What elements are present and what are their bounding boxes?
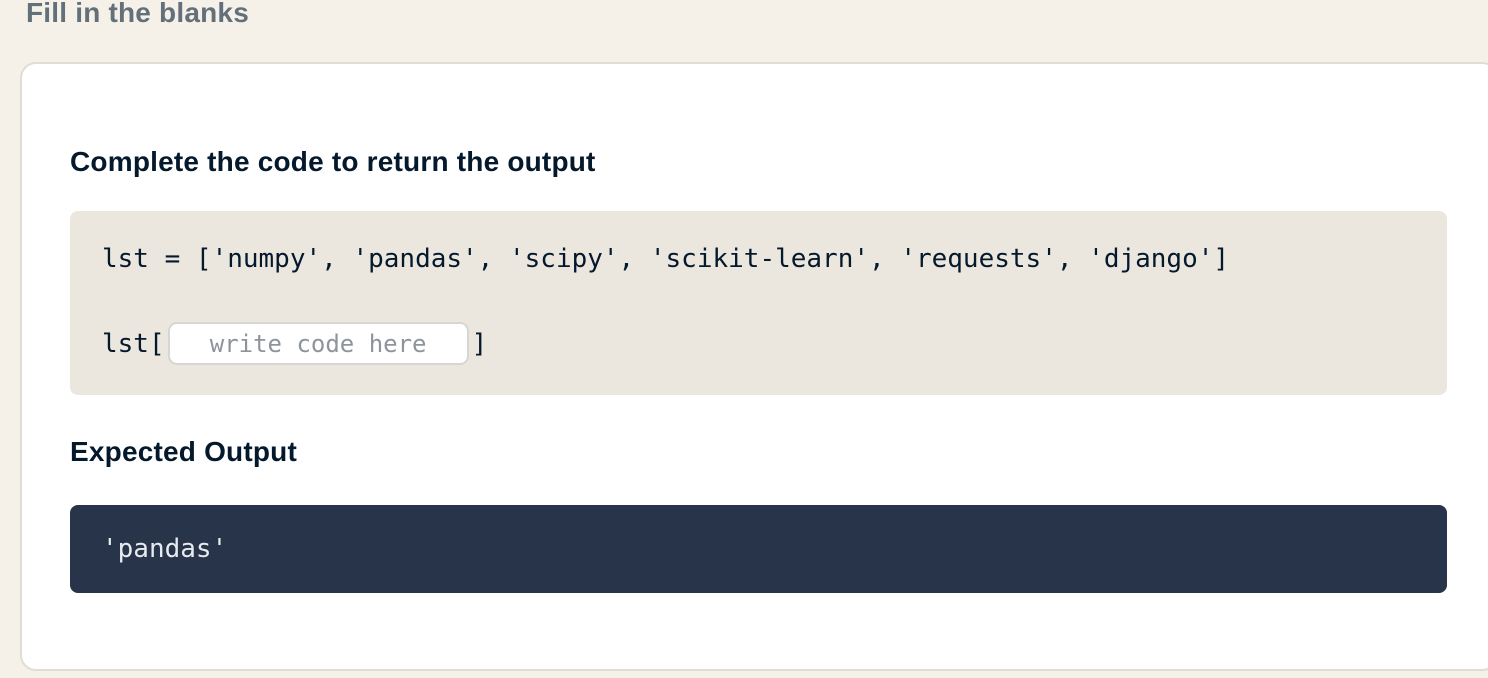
page-title: Fill in the blanks bbox=[26, 0, 249, 28]
expected-output-value: 'pandas' bbox=[102, 534, 228, 565]
code-line-2-prefix: lst[ bbox=[102, 328, 165, 359]
code-block: lst = ['numpy', 'pandas', 'scipy', 'scik… bbox=[70, 211, 1447, 396]
expected-output-heading: Expected Output bbox=[70, 436, 298, 468]
exercise-card: Complete the code to return the output l… bbox=[20, 62, 1488, 671]
code-line-1: lst = ['numpy', 'pandas', 'scipy', 'scik… bbox=[102, 244, 1230, 275]
code-line-2-suffix: ] bbox=[471, 328, 488, 359]
code-line-2: lst[ ] bbox=[102, 322, 1415, 366]
instruction-heading: Complete the code to return the output bbox=[70, 146, 596, 177]
expected-output-block: 'pandas' bbox=[70, 505, 1447, 594]
code-blank-input[interactable] bbox=[167, 322, 469, 366]
